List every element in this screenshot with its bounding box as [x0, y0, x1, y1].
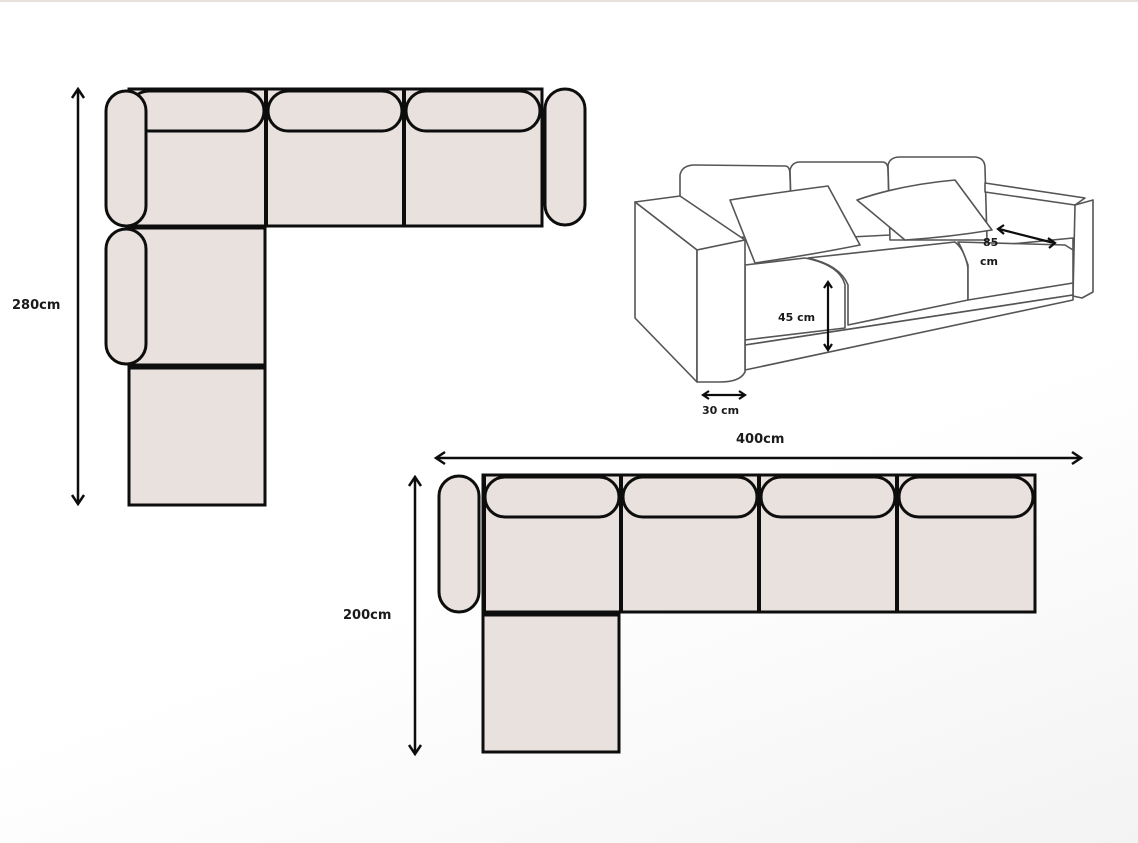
chaise-module [481, 612, 621, 754]
back-cushion [621, 475, 759, 519]
left-armrest-front [696, 239, 746, 383]
width-label-400: 400cm [736, 432, 785, 447]
seat-height-label: 45 cm [778, 311, 816, 324]
armrest [543, 87, 587, 227]
depth-dimension-arrow [407, 474, 423, 757]
depth-label-200: 200cm [343, 608, 392, 623]
throw-pillow [729, 185, 861, 264]
back-cushion [759, 475, 897, 519]
height-dimension-arrow [70, 86, 86, 507]
seat-depth-unit: cm [980, 255, 998, 268]
seat-depth-arrow [996, 224, 1057, 249]
throw-pillow [856, 179, 993, 241]
top-border [0, 0, 1138, 2]
armrest [104, 227, 148, 366]
back-cushion [266, 89, 404, 133]
back-cushion [483, 475, 621, 519]
back-cushion [897, 475, 1035, 519]
seat-depth-label: 85 [983, 236, 999, 249]
armrest [104, 89, 148, 228]
chaise-module [127, 366, 267, 507]
armrest-width-label: 30 cm [702, 404, 740, 417]
width-dimension-arrow [433, 450, 1084, 466]
armrest-width-arrow [701, 390, 747, 400]
seat-cushion [957, 241, 1074, 301]
back-cushion [404, 89, 542, 133]
armrest [437, 474, 481, 614]
seat-height-arrow [823, 280, 833, 352]
seat-module [127, 225, 267, 367]
height-label-280: 280cm [12, 298, 61, 313]
